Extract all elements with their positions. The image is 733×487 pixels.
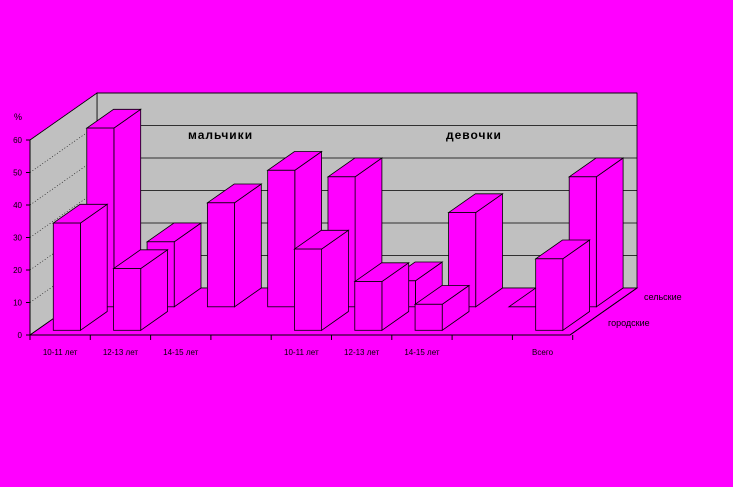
bar-front [206, 202, 235, 308]
y-tick-label: 50 [13, 169, 22, 178]
bar-rural [567, 157, 625, 308]
legend-urban: городские [608, 318, 650, 328]
y-tick-label: 30 [13, 234, 22, 243]
bar-urban [112, 249, 169, 332]
bar-side [234, 183, 262, 308]
y-tick-label: 20 [13, 266, 22, 275]
x-tick-label: Всего [532, 348, 554, 357]
bar-side [595, 157, 624, 308]
bar-urban [293, 229, 350, 332]
bar-front [414, 303, 443, 331]
series-urban [52, 203, 591, 332]
labels: 0 10 20 30 40 50 60 10-11 лет 12-13 лет 14-15 лет… [13, 136, 553, 357]
depth-axis-line [569, 287, 638, 336]
annotation-girls: девочки [446, 128, 502, 142]
bar-front [354, 281, 383, 331]
y-axis-label: % [14, 112, 22, 122]
x-tick-label: 12-13 лет [344, 348, 380, 357]
bar-urban [353, 262, 410, 332]
x-tick-label: 12-13 лет [103, 348, 139, 357]
annotation-boys: мальчики [188, 128, 253, 142]
x-tick-label: 14-15 лет [163, 348, 199, 357]
bar-front [267, 169, 296, 308]
x-tick-label: 14-15 лет [404, 348, 440, 357]
y-tick-label: 10 [13, 299, 22, 308]
bar-front [535, 258, 564, 331]
bar-front [52, 222, 81, 331]
x-tick-label: 10-11 лет [43, 348, 78, 357]
bar-side [80, 203, 108, 332]
y-tick-label: 0 [18, 331, 23, 340]
bar-urban [534, 239, 591, 332]
bar-urban [52, 203, 109, 332]
bar-rural [206, 183, 263, 308]
legend-rural: сельские [644, 292, 682, 302]
y-tick-label: 40 [13, 201, 22, 210]
x-tick-label: 10-11 лет [284, 348, 319, 357]
bar-urban [413, 284, 471, 332]
axes [26, 139, 638, 340]
bar-front [294, 248, 323, 331]
y-tick-label: 60 [13, 136, 22, 145]
bar-side [475, 193, 503, 308]
bar-front [113, 268, 142, 331]
